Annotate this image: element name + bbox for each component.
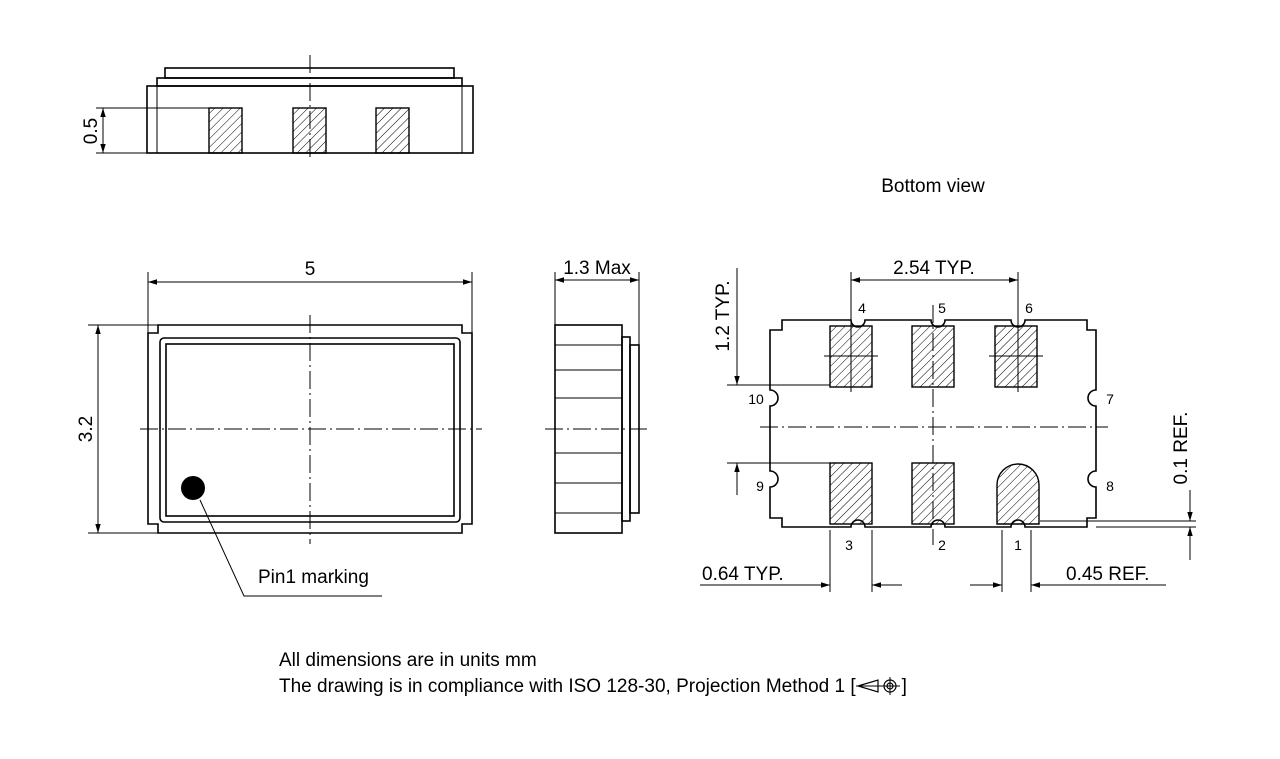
pin-label-2: 2 [938,537,946,553]
projection-note-close: ] [901,676,907,697]
dim-ref-gap: 0.1 REF. [1171,412,1192,485]
dim-width: 5 [305,259,316,280]
pin-label-1: 1 [1014,537,1022,553]
dim-side-height: 0.5 [81,118,102,144]
pin1-marker-dot [181,476,205,500]
projection-method-icon [855,677,900,695]
bottom-pad-1 [996,463,1040,525]
dim-height: 3.2 [76,416,97,442]
side-pad-2 [292,107,327,154]
side-pad-1 [208,107,243,154]
dim-thickness: 1.3 Max [563,258,631,279]
pin-label-7: 7 [1106,391,1114,407]
bottom-pad-5 [911,325,955,388]
bottom-pad-3 [829,462,873,525]
pin1-marking-label: Pin1 marking [258,567,369,588]
pin-label-9: 9 [756,478,764,494]
pin-label-3: 3 [845,537,853,553]
side-view-right: 1.3 Max [545,258,648,534]
pin-label-5: 5 [938,300,946,316]
dim-pitch: 2.54 TYP. [893,258,975,279]
pin-label-6: 6 [1025,300,1033,316]
units-note: All dimensions are in units mm [279,650,537,671]
projection-note: The drawing is in compliance with ISO 12… [279,675,907,699]
bottom-pad-2 [911,462,955,525]
pin-label-8: 8 [1106,478,1114,494]
top-view: 5 3.2 Pin1 marking [76,259,482,597]
pin-label-4: 4 [858,300,866,316]
pin-label-10: 10 [748,391,764,407]
dim-pad-height: 1.2 TYP. [713,280,734,351]
bottom-view: Bottom view 2.54 TYP. 1.2 TYP. [700,176,1196,592]
side-view-top: 0.5 [81,55,474,160]
bottom-view-title: Bottom view [881,176,985,197]
side-pad-3 [375,107,410,154]
dim-pin1-width: 0.45 REF. [1066,564,1149,585]
projection-note-text: The drawing is in compliance with ISO 12… [279,676,856,697]
dim-pad-width: 0.64 TYP. [702,564,784,585]
